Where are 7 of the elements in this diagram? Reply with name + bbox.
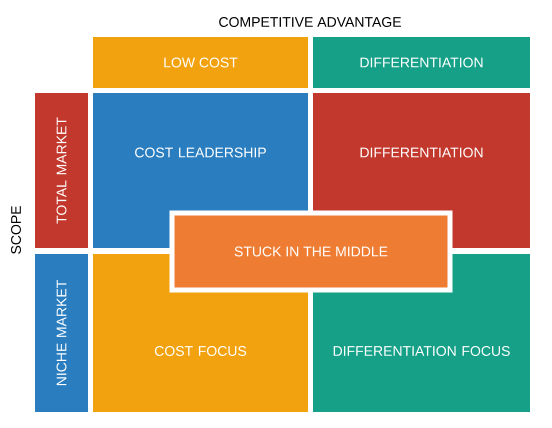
- center-box: STUCK IN THE MIDDLE: [170, 210, 452, 292]
- column-header: DIFFERENTIATION: [313, 37, 530, 88]
- row-header: NICHE MARKET: [35, 254, 88, 412]
- axis-title: COMPETITIVE ADVANTAGE: [219, 17, 401, 27]
- axis-title: SCOPE: [11, 206, 21, 254]
- row-header: TOTAL MARKET: [35, 93, 88, 248]
- column-header: LOW COST: [93, 37, 308, 88]
